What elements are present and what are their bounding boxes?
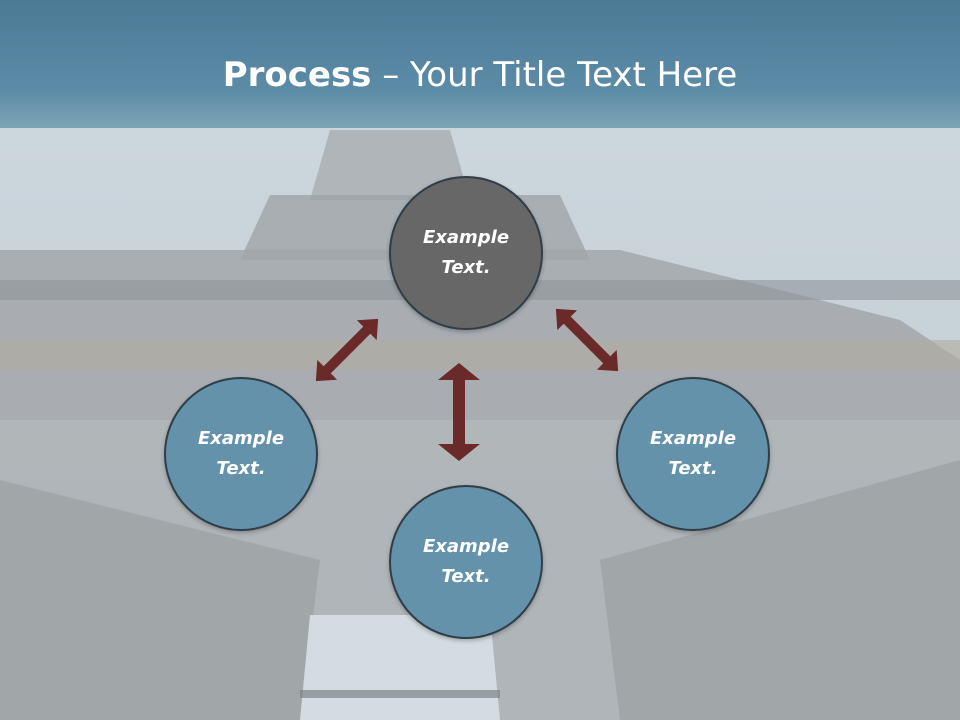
arrow-top-left bbox=[315, 318, 379, 382]
slide-title: Process – Your Title Text Here bbox=[0, 50, 960, 100]
node-right-line1: Example bbox=[649, 428, 737, 449]
node-bottom-line1: Example bbox=[422, 536, 510, 557]
title-bold-part: Process bbox=[222, 55, 372, 95]
node-left-line2: Text. bbox=[216, 458, 266, 479]
node-top-line1: Example bbox=[422, 227, 510, 248]
node-right-line2: Text. bbox=[668, 458, 718, 479]
node-left-line1: Example bbox=[197, 428, 285, 449]
arrow-top-right bbox=[555, 308, 619, 372]
node-bottom-line2: Text. bbox=[441, 566, 491, 587]
arrow-center-vertical bbox=[438, 363, 480, 461]
title-rest-part: – Your Title Text Here bbox=[371, 55, 738, 95]
node-top-line2: Text. bbox=[441, 257, 491, 278]
title-bar bbox=[0, 0, 960, 128]
